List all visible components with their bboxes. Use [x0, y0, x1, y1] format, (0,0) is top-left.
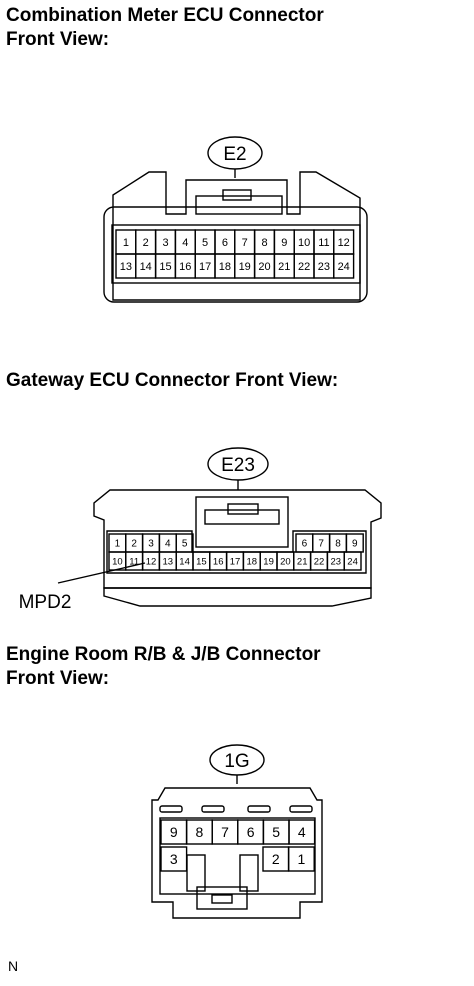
- connector-e23-r1r-pin-9: 9: [352, 539, 358, 550]
- connector-e23-r1l-pin-1: 1: [115, 539, 121, 550]
- connector-e23-callout-label: MPD2: [19, 592, 72, 613]
- figure-code: N: [8, 958, 19, 974]
- connector-e23-r2-cell-24: [343, 551, 362, 571]
- connector-1g-r2r-cell-1: [287, 846, 315, 872]
- connector-e2-r1-pin-8: 8: [261, 237, 267, 249]
- connector-e23-r2-pin-15: 15: [196, 556, 207, 567]
- connector-e23-r2-pin-17: 17: [230, 556, 241, 567]
- connector-e23-r1l-pin-3: 3: [148, 539, 154, 550]
- connector-e2-r1-pin-3: 3: [162, 237, 168, 249]
- connector-e2-code-label: E2: [223, 144, 246, 165]
- connector-e23-latch: [204, 509, 280, 525]
- connector-1g-key-left: [186, 854, 206, 892]
- connector-e2-r1-pin-12: 12: [338, 237, 350, 249]
- connector-e2-r2-pin-19: 19: [239, 261, 251, 273]
- connector-1g-slot-2: [201, 805, 225, 813]
- connector-e2-r1-pin-5: 5: [202, 237, 208, 249]
- connector-e2-r2-cell-24: [333, 253, 355, 279]
- connector-1g-slot-4: [289, 805, 313, 813]
- connector-e23-r2-pin-22: 22: [314, 556, 325, 567]
- connector-1g-r1-pin-9: 9: [170, 824, 178, 840]
- connector-e2-r2-pin-18: 18: [219, 261, 231, 273]
- connector-e23-r2-pin-20: 20: [280, 556, 291, 567]
- connector-e2-latch: [195, 195, 283, 215]
- connector-e23-r1r-pin-7: 7: [318, 539, 324, 550]
- connector-e2-r2-pin-21: 21: [278, 261, 290, 273]
- connector-e23-r1r-pin-8: 8: [335, 539, 341, 550]
- connector-1g-r2l-pin-3: 3: [170, 851, 178, 867]
- connector-1g-latch-tab: [211, 894, 233, 904]
- connector-e23-r2-pin-13: 13: [163, 556, 174, 567]
- heading-gateway-ecu-line1: Gateway ECU Connector Front View:: [6, 370, 339, 391]
- connector-e2-r1-pin-7: 7: [242, 237, 248, 249]
- heading-engine-room: Engine Room R/B & J/B Connector Front Vi…: [6, 643, 321, 691]
- connector-e23-bottom-skirt: [103, 587, 372, 607]
- connector-e2-r2-pin-16: 16: [179, 261, 191, 273]
- connector-e2-r1-pin-1: 1: [123, 237, 129, 249]
- connector-e2-r1-pin-6: 6: [222, 237, 228, 249]
- connector-e23-r1l-pin-4: 4: [165, 539, 171, 550]
- connector-1g-slot-1: [159, 805, 183, 813]
- connector-e2-r2-pin-24: 24: [338, 261, 350, 273]
- connector-e23-r2-pin-24: 24: [347, 556, 358, 567]
- connector-e2-r2-pin-15: 15: [159, 261, 171, 273]
- connector-1g-r1-pin-7: 7: [221, 824, 229, 840]
- heading-engine-room-line2: Front View:: [6, 668, 110, 689]
- connector-e2-r2-pin-22: 22: [298, 261, 310, 273]
- connector-e23-r2-pin-21: 21: [297, 556, 308, 567]
- connector-e2-r2-pin-20: 20: [258, 261, 270, 273]
- connector-e23-r2-pin-16: 16: [213, 556, 224, 567]
- connector-e23-cavity: [106, 530, 367, 574]
- connector-e23-r1l-pin-5: 5: [182, 539, 188, 550]
- heading-combination-meter: Combination Meter ECU Connector Front Vi…: [6, 4, 324, 52]
- connector-e23-r1r-pin-6: 6: [302, 539, 308, 550]
- connector-e2-r2-pin-14: 14: [140, 261, 152, 273]
- connector-1g-latch: [196, 886, 248, 910]
- connector-e2-latch-tab: [222, 189, 252, 201]
- heading-gateway-ecu: Gateway ECU Connector Front View:: [6, 369, 338, 393]
- connector-e23-r1l-pin-2: 2: [131, 539, 137, 550]
- connector-1g-r2r-pin-1: 1: [298, 851, 306, 867]
- connector-e23-code-label: E23: [221, 455, 255, 476]
- connector-e23-r2-pin-14: 14: [179, 556, 190, 567]
- heading-combination-meter-line2: Front View:: [6, 29, 110, 50]
- connector-1g-r1-pin-4: 4: [298, 824, 306, 840]
- connector-1g-cavity: [159, 817, 316, 895]
- connector-e2-r2-pin-13: 13: [120, 261, 132, 273]
- connector-1g-r1-cell-4: [288, 819, 316, 845]
- connector-1g-r1-pin-5: 5: [272, 824, 280, 840]
- connector-e23-r2-pin-18: 18: [247, 556, 258, 567]
- connector-1g-code-label: 1G: [224, 751, 249, 772]
- connector-e2-cavity: [111, 224, 361, 284]
- connector-e2-r1-pin-4: 4: [182, 237, 188, 249]
- connector-e2-body: [103, 206, 368, 303]
- connector-e23-r2-pin-19: 19: [263, 556, 274, 567]
- connector-1g-key-right: [239, 854, 259, 892]
- connector-e2-r1-pin-10: 10: [298, 237, 310, 249]
- connector-e23-lock-frame: [195, 496, 289, 548]
- connector-e2-r1-pin-11: 11: [318, 237, 329, 249]
- connector-1g-r2r-pin-2: 2: [272, 851, 280, 867]
- connector-1g-slot-3: [247, 805, 271, 813]
- connector-e2-r2-pin-23: 23: [318, 261, 330, 273]
- connector-e2-r1-pin-2: 2: [143, 237, 149, 249]
- connector-e23-latch-tab: [227, 503, 259, 515]
- heading-engine-room-line1: Engine Room R/B & J/B Connector: [6, 644, 321, 665]
- connector-1g: 1G 9 8 7 6 5 4 3 2 1: [151, 744, 323, 919]
- connector-1g-body: [151, 787, 323, 919]
- connector-e23-r2-pin-12: 12: [146, 556, 157, 567]
- connector-e23-r2-pin-11: 11: [129, 556, 139, 567]
- connector-e2-r1-pin-9: 9: [281, 237, 287, 249]
- connector-e23-r2-pin-10: 10: [112, 556, 123, 567]
- connector-1g-r1-pin-8: 8: [196, 824, 204, 840]
- connector-1g-r1-pin-6: 6: [247, 824, 255, 840]
- connector-e23-r2-pin-23: 23: [331, 556, 342, 567]
- connector-e23-callout-leader: [57, 562, 146, 584]
- heading-combination-meter-line1: Combination Meter ECU Connector: [6, 5, 324, 26]
- connector-e2-r2-pin-17: 17: [199, 261, 211, 273]
